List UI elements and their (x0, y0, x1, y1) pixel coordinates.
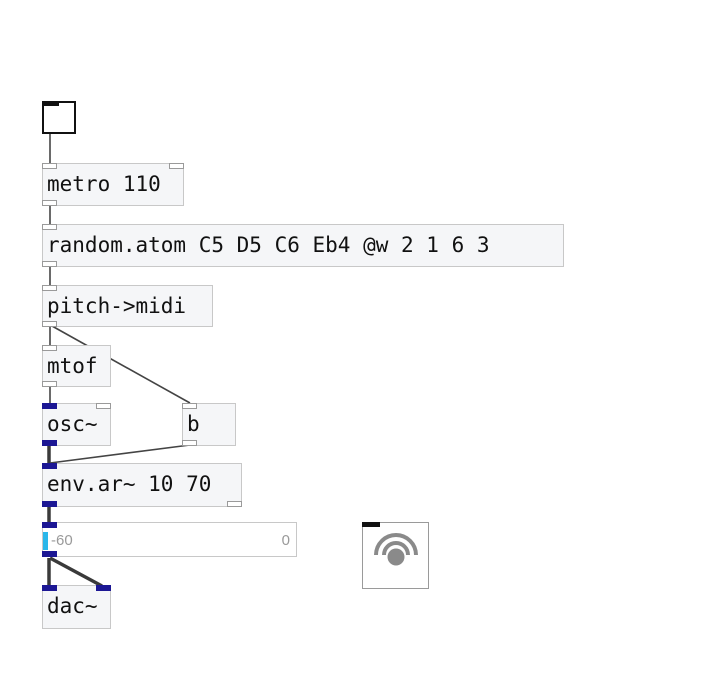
meter-inlet[interactable] (42, 522, 57, 528)
metro-inlet-right[interactable] (169, 163, 184, 169)
bang-b-object-label: b (187, 412, 200, 436)
dac-inlet-right[interactable] (96, 585, 111, 591)
speaker-icon (374, 533, 418, 566)
dac-inlet-left[interactable] (42, 585, 57, 591)
meter-level-fill (43, 532, 48, 550)
pitch-midi-inlet[interactable] (42, 285, 57, 291)
dsp-toggle-inlet[interactable] (362, 522, 380, 527)
osc-inlet-right[interactable] (96, 403, 111, 409)
random-atom-object[interactable]: random.atom C5 D5 C6 Eb4 @w 2 1 6 3 (42, 224, 564, 267)
osc-object-label: osc~ (47, 412, 98, 436)
env-ar-inlet[interactable] (42, 463, 57, 469)
metro-object-label: metro 110 (47, 172, 161, 196)
bang-b-outlet[interactable] (182, 440, 197, 446)
dac-object[interactable]: dac~ (42, 585, 111, 629)
toggle-inlet[interactable] (42, 101, 59, 106)
mtof-outlet[interactable] (42, 381, 57, 387)
cord-b-env[interactable] (49, 444, 191, 464)
osc-object[interactable]: osc~ (42, 403, 111, 446)
metro-inlet-left[interactable] (42, 163, 57, 169)
env-ar-object[interactable]: env.ar~ 10 70 (42, 463, 242, 507)
env-ar-outlet[interactable] (42, 501, 57, 507)
bang-b-object[interactable]: b (182, 403, 236, 446)
mtof-inlet[interactable] (42, 345, 57, 351)
env-ar-outlet-right[interactable] (227, 501, 242, 507)
cord-pitch-b[interactable] (51, 325, 191, 404)
mtof-object-label: mtof (47, 354, 98, 378)
meter-min-label: -60 (51, 532, 73, 549)
dac-object-label: dac~ (47, 594, 98, 618)
pitch-midi-object-label: pitch->midi (47, 294, 187, 318)
metro-object[interactable]: metro 110 (42, 163, 184, 206)
env-ar-object-label: env.ar~ 10 70 (47, 472, 212, 496)
pitch-midi-object[interactable]: pitch->midi (42, 285, 213, 327)
random-atom-outlet[interactable] (42, 261, 57, 267)
pitch-midi-outlet[interactable] (42, 321, 57, 327)
dsp-toggle[interactable] (362, 522, 429, 589)
osc-inlet-left[interactable] (42, 403, 57, 409)
bang-b-inlet[interactable] (182, 403, 197, 409)
toggle[interactable] (42, 101, 76, 134)
cord-meter-dac-right[interactable] (49, 556, 103, 588)
meter-max-label: 0 (281, 532, 290, 549)
mtof-object[interactable]: mtof (42, 345, 111, 387)
random-atom-inlet[interactable] (42, 224, 57, 230)
meter-outlet[interactable] (42, 551, 57, 557)
level-meter[interactable]: -60 0 (42, 522, 297, 557)
random-atom-object-label: random.atom C5 D5 C6 Eb4 @w 2 1 6 3 (47, 233, 490, 257)
metro-outlet[interactable] (42, 200, 57, 206)
osc-outlet[interactable] (42, 440, 57, 446)
